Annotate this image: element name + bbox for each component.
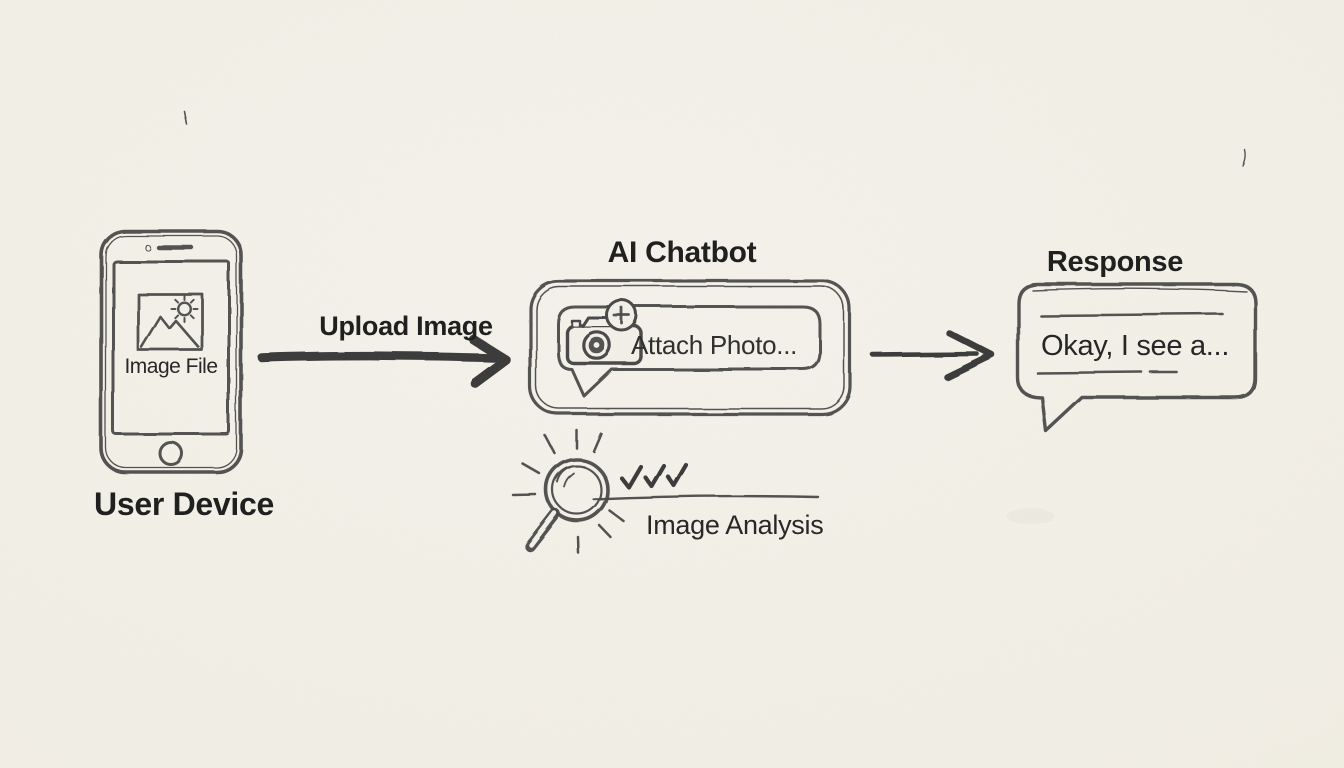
smartphone-icon <box>99 229 243 474</box>
upload-arrow <box>257 335 511 388</box>
checkmarks-icon <box>619 462 688 490</box>
response-message: Okay, I see a... <box>1041 330 1230 362</box>
upload-arrow-label: Upload Image <box>319 311 493 341</box>
phone-screen <box>111 259 231 436</box>
plus-badge-icon <box>605 299 639 332</box>
camera-plus-icon <box>565 299 643 366</box>
response-line-bottom <box>1036 371 1144 375</box>
phone-outline <box>99 229 243 474</box>
mountains-glyph <box>140 315 200 349</box>
response-bubble-double <box>1031 287 1247 292</box>
image-analysis-label: Image Analysis <box>646 510 824 540</box>
analysis-underline <box>592 494 820 501</box>
user-device-label: User Device <box>94 486 274 522</box>
phone-home-button <box>158 441 184 466</box>
camera-lens <box>582 330 612 361</box>
sun-glyph <box>170 294 198 323</box>
phone-camera-dot <box>143 243 151 251</box>
chatbot-title: AI Chatbot <box>607 236 757 269</box>
response-title: Response <box>1046 246 1184 278</box>
response-line-top <box>1038 312 1224 317</box>
attach-photo-text: Attach Photo... <box>631 330 798 360</box>
reply-arrow <box>870 329 996 381</box>
photo-thumbnail-icon <box>136 292 204 352</box>
magnifier-icon <box>512 429 625 554</box>
image-file-caption: Image File <box>124 355 218 378</box>
